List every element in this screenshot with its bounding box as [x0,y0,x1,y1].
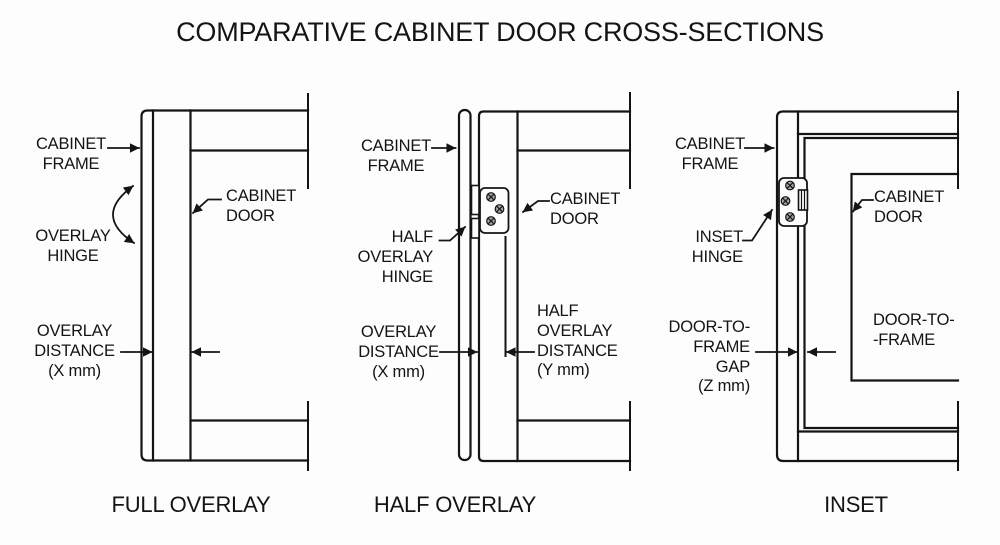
full-overlay-hinge-label: OVERLAY HINGE [35,227,111,265]
full-overlay-door-label: CABINET DOOR [226,187,297,225]
inset-hinge-icon [778,177,809,227]
half-overlay-door-label: CABINET DOOR [550,190,621,228]
half-overlay-frame-label: CABINET FRAME [360,137,432,175]
inset-door-label: CABINET DOOR [874,188,945,226]
hinge-knuckle [797,189,809,211]
cabinet-outline [775,110,960,463]
inset-door-to-frame-label: DOOR-TO- -FRAME [873,311,955,349]
hinge-screws [486,192,505,226]
door-leader-arrow [521,200,550,214]
inset-hinge-label: INSET HINGE [691,228,743,266]
door-leader-arrow [191,198,222,215]
hinge-knuckle [470,184,480,216]
diagram-title: COMPARATIVE CABINET DOOR CROSS-SECTIONS [176,17,824,47]
inset-door-edge-outline [803,136,960,430]
inset-gap-label: DOOR-TO- FRAME GAP (Z mm) [668,318,750,396]
door-face-outline [850,172,960,382]
hinge-swing-arc-icon [112,184,136,245]
half-overlay-drawing [431,92,632,471]
hinge-knuckle [470,217,480,239]
half-overlay-hinge-label: HALF OVERLAY HINGE [357,228,434,286]
half-overlay-distance-x-label: OVERLAY DISTANCE (X mm) [358,323,439,381]
inset-frame-label: CABINET FRAME [674,135,746,173]
inset-caption: INSET [824,492,888,517]
full-overlay-drawing [107,93,310,471]
hinge-knuckle-lines [800,189,806,211]
hinge-leader-arrow [742,208,774,242]
full-overlay-distance-label: OVERLAY DISTANCE (X mm) [34,322,115,380]
door-outline [477,110,632,463]
hinge-leader-arrow [438,225,467,242]
hinge-screws [780,180,795,222]
door-leader-arrow [851,199,874,213]
full-overlay-frame-label: CABINET FRAME [35,135,107,173]
cabinet-outline [140,109,310,462]
full-overlay-caption: FULL OVERLAY [111,492,271,517]
half-overlay-distance-y-label: HALF OVERLAY DISTANCE (Y mm) [537,302,618,380]
half-overlay-caption: HALF OVERLAY [373,492,537,517]
inset-drawing [742,91,960,471]
half-overlay-hinge-icon [470,184,510,239]
cabinet-frame-slab [457,108,472,462]
